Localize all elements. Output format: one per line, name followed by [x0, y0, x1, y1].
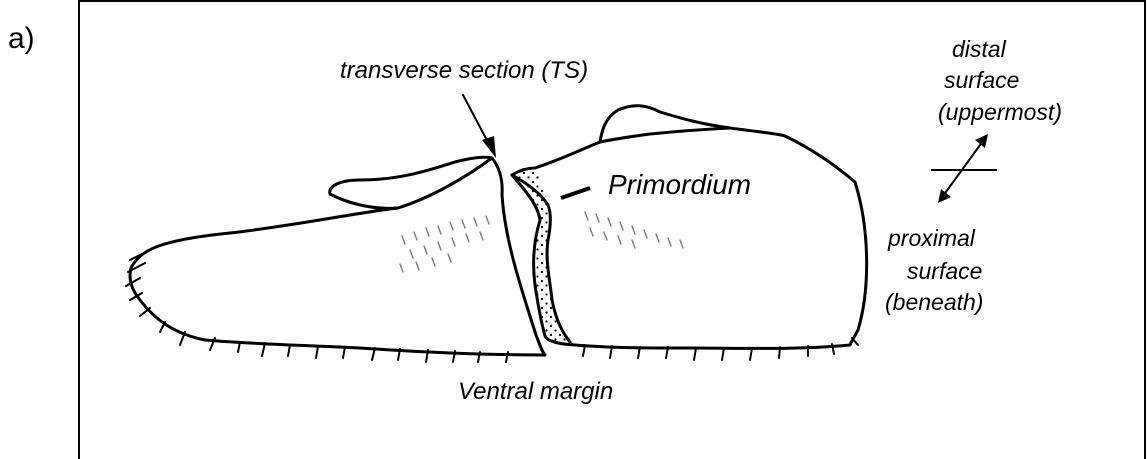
left-vein-hatching — [400, 216, 489, 272]
proximal-line-3: (beneath) — [885, 289, 983, 315]
left-leaf-fragment — [126, 157, 545, 362]
primordium-label: Primordium — [608, 169, 751, 200]
proximal-line-1: proximal — [887, 225, 976, 251]
right-vein-hatching — [585, 212, 683, 248]
distal-line-1: distal — [952, 36, 1007, 62]
ventral-margin-label: Ventral margin — [458, 378, 613, 405]
proximal-line-2: surface — [907, 258, 982, 284]
right-leaf-fragment — [512, 106, 867, 360]
distal-line-3: (uppermost) — [938, 99, 1062, 125]
ts-label: transverse section (TS) — [340, 57, 588, 84]
primordium-pointer — [561, 188, 590, 198]
ts-arrow — [463, 95, 496, 158]
distal-line-2: surface — [944, 67, 1019, 93]
orientation-symbol — [932, 134, 996, 203]
